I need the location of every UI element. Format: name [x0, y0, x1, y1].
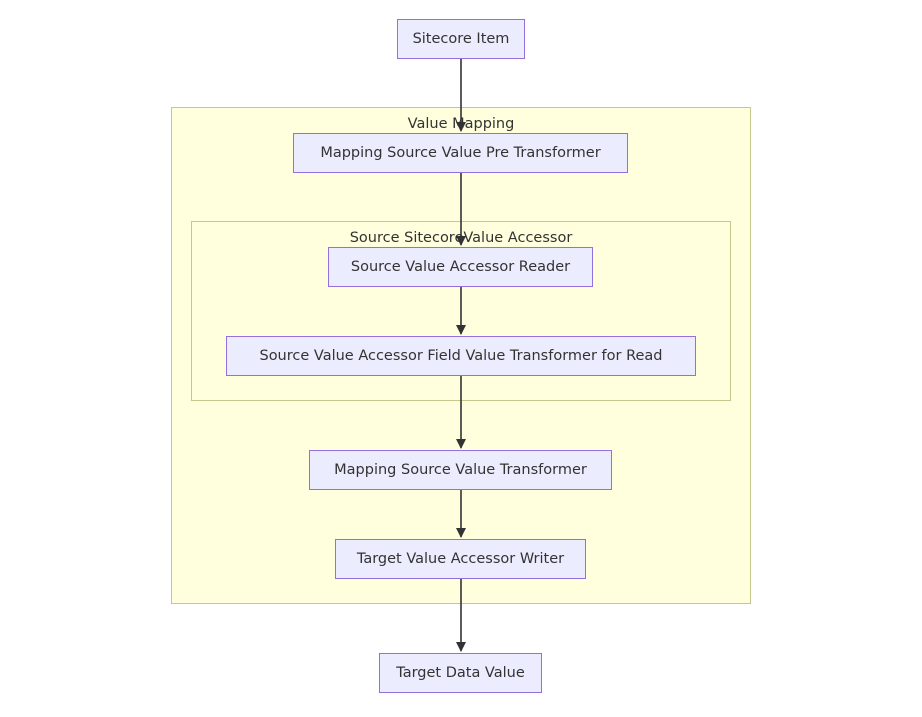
- node-target-writer[interactable]: Target Value Accessor Writer: [335, 539, 586, 579]
- node-sitecore-item[interactable]: Sitecore Item: [397, 19, 525, 59]
- node-source-value-transformer-label: Mapping Source Value Transformer: [334, 462, 587, 478]
- node-pre-transformer-label: Mapping Source Value Pre Transformer: [320, 145, 601, 161]
- node-field-value-transformer[interactable]: Source Value Accessor Field Value Transf…: [226, 336, 696, 376]
- node-source-value-transformer[interactable]: Mapping Source Value Transformer: [309, 450, 612, 490]
- node-field-value-transformer-label: Source Value Accessor Field Value Transf…: [259, 348, 663, 364]
- node-target-data-value[interactable]: Target Data Value: [379, 653, 542, 693]
- node-sitecore-item-label: Sitecore Item: [412, 31, 510, 47]
- node-accessor-reader-label: Source Value Accessor Reader: [350, 259, 571, 275]
- node-target-data-value-label: Target Data Value: [396, 665, 525, 681]
- node-pre-transformer[interactable]: Mapping Source Value Pre Transformer: [293, 133, 628, 173]
- node-accessor-reader[interactable]: Source Value Accessor Reader: [328, 247, 593, 287]
- node-target-writer-label: Target Value Accessor Writer: [356, 551, 565, 567]
